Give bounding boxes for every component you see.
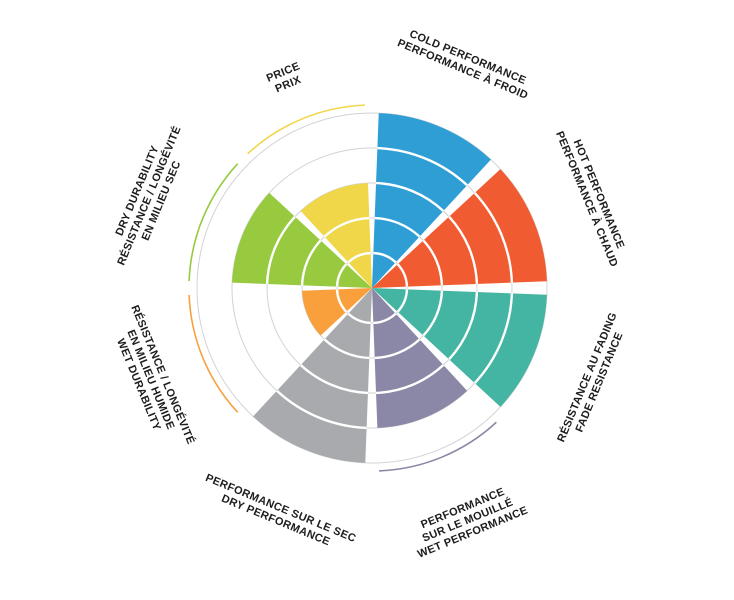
ring-divider (347, 251, 371, 264)
grid-ring (301, 217, 443, 359)
sector-price (300, 183, 372, 288)
ring-divider (374, 216, 421, 238)
ring-divider (375, 364, 445, 395)
grid-ring (266, 182, 478, 394)
ring-divider (422, 290, 444, 337)
ring-divider (473, 293, 514, 384)
grid-ring (231, 147, 513, 429)
max-arc-dry-durability (188, 163, 239, 282)
max-arc-wet-durability (188, 294, 239, 413)
ring-divider (375, 181, 445, 212)
max-arc-price (247, 104, 366, 155)
ring-divider (377, 146, 468, 187)
max-arc-wet-performance (378, 421, 497, 472)
sector-wet-durability (302, 288, 372, 336)
ring-divider (448, 291, 479, 361)
ring-divider (373, 251, 397, 264)
ring-divider (276, 389, 367, 430)
ring-divider (396, 289, 409, 313)
ring-divider (396, 263, 409, 287)
ring-divider (300, 239, 322, 286)
ring-divider (323, 216, 370, 238)
ring-divider (373, 312, 397, 325)
ring-divider (323, 338, 370, 360)
sector-wet-performance (372, 288, 468, 428)
ring-divider (299, 364, 369, 395)
sector-dry-durability (232, 192, 372, 288)
ring-divider (374, 338, 421, 360)
ring-divider (335, 263, 348, 287)
grid-ring (196, 112, 548, 464)
ring-divider (473, 192, 514, 283)
grid-ring (336, 252, 408, 324)
ring-divider (448, 215, 479, 285)
ring-divider (335, 289, 348, 313)
ring-divider (265, 215, 296, 285)
ring-divider (422, 239, 444, 286)
ring-divider (347, 312, 371, 325)
